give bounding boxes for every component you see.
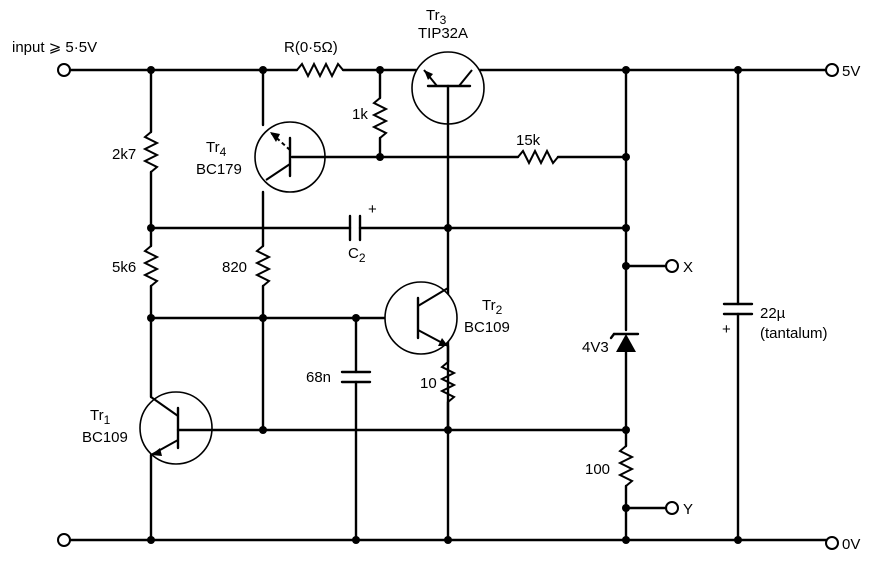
tr4-type: BC179 <box>196 161 242 178</box>
resistor-10-branch <box>439 344 457 432</box>
tr3-label: Tr3 <box>426 7 447 27</box>
capacitor-68n-label: 68n <box>306 369 331 386</box>
right-column <box>609 68 668 542</box>
tr4-label: Tr4 <box>206 139 227 159</box>
transistor-tr4 <box>254 121 382 193</box>
resistor-2k7-label: 2k7 <box>112 146 136 163</box>
x-terminal[interactable] <box>665 259 679 273</box>
resistor-10 <box>439 361 457 403</box>
resistor-100 <box>617 445 635 487</box>
tr1-type: BC109 <box>82 429 128 446</box>
tr1-label: Tr1 <box>90 407 111 427</box>
tr4-wiring <box>254 68 272 432</box>
resistor-10-label: 10 <box>420 375 437 392</box>
c2-plus-label: + <box>368 201 377 218</box>
c2-label: C2 <box>348 245 366 265</box>
resistor-5k6-label: 5k6 <box>112 259 136 276</box>
resistor-820-label: 820 <box>222 259 247 276</box>
input-terminal[interactable] <box>57 63 71 77</box>
resistor-820 <box>254 245 272 287</box>
resistor-r-sense <box>296 61 344 79</box>
resistor-100-label: 100 <box>585 461 610 478</box>
capacitor-22u-note: (tantalum) <box>760 325 828 342</box>
ground-input-terminal[interactable] <box>57 533 71 547</box>
resistor-1k-branch <box>371 68 389 159</box>
zener-label: 4V3 <box>582 339 609 356</box>
resistor-5k6 <box>142 245 160 287</box>
resistor-1k-label: 1k <box>352 106 368 123</box>
left-column <box>142 68 160 542</box>
capacitor-22u-plus: + <box>722 321 731 338</box>
transistor-tr2 <box>384 281 458 355</box>
tr3-type: TIP32A <box>418 25 468 42</box>
resistor-1k <box>371 97 389 139</box>
c2-line <box>149 214 628 242</box>
resistor-15k-label: 15k <box>516 132 541 149</box>
zener-diode <box>616 334 636 352</box>
output-0v-terminal[interactable] <box>825 536 839 550</box>
tr2-type: BC109 <box>464 319 510 336</box>
resistor-2k7 <box>142 131 160 173</box>
output-5v-terminal[interactable] <box>825 63 839 77</box>
output-0v-label: 0V <box>842 536 860 553</box>
r-sense-label: R(0·5Ω) <box>284 39 338 56</box>
y-terminal[interactable] <box>665 501 679 515</box>
tr2-base-line <box>149 316 420 542</box>
transistor-tr1 <box>139 391 628 465</box>
capacitor-22u <box>722 68 754 542</box>
resistor-15k <box>517 148 559 166</box>
junction-dots <box>147 66 742 544</box>
output-5v-label: 5V <box>842 63 860 80</box>
y-label: Y <box>683 501 693 518</box>
x-label: X <box>683 259 693 276</box>
capacitor-22u-label: 22µ <box>760 305 786 322</box>
input-label: input ⩾ 5·5V <box>12 39 97 56</box>
feedback-15k <box>378 148 628 166</box>
tr2-label: Tr2 <box>482 297 503 317</box>
